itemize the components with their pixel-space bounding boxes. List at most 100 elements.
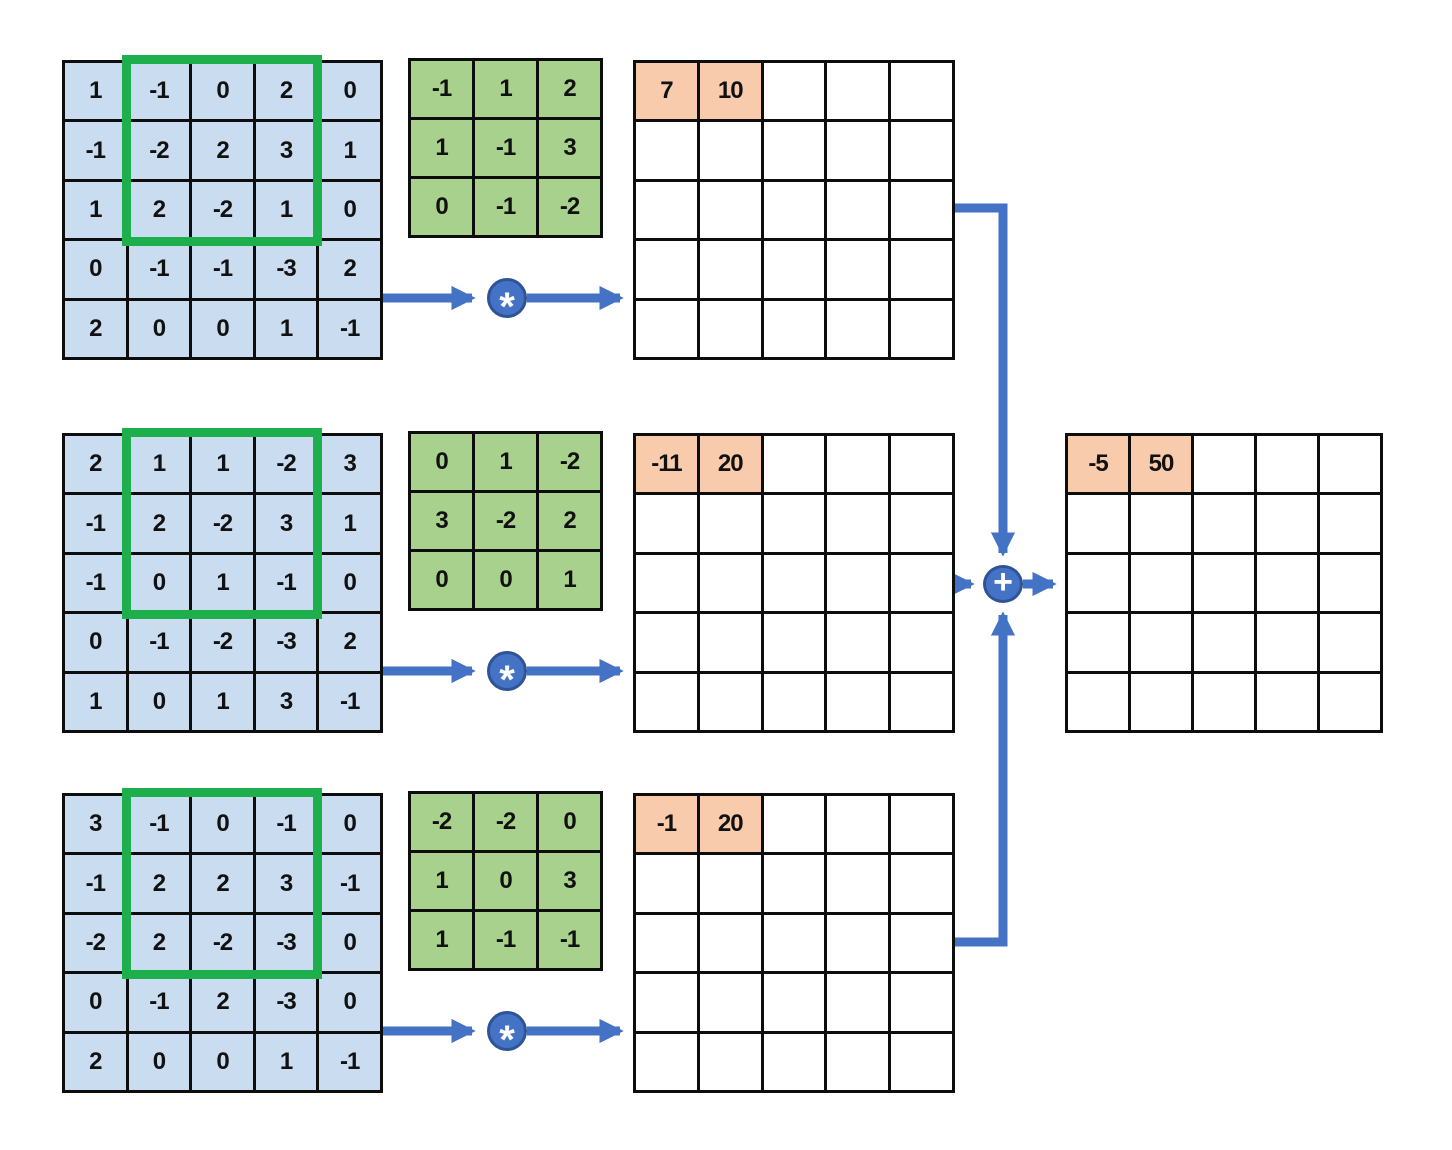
matrix-cell: 1 <box>539 552 600 608</box>
matrix-cell <box>1194 495 1254 552</box>
matrix-cell: 2 <box>192 974 253 1031</box>
matrix-cell <box>1194 614 1254 671</box>
matrix-cell <box>636 974 697 1031</box>
matrix-cell <box>699 241 761 298</box>
matrix-cell: 20 <box>699 436 761 493</box>
matrix-cell <box>1068 673 1128 730</box>
matrix-cell <box>636 1033 697 1090</box>
matrix-cell: 1 <box>192 554 253 612</box>
matrix-cell: 3 <box>411 493 472 549</box>
matrix-cell <box>1257 673 1317 730</box>
matrix-cell: 1 <box>319 122 380 179</box>
matrix-cell <box>891 1033 952 1090</box>
matrix-cell <box>699 914 761 972</box>
matrix-cell: 50 <box>1131 436 1191 493</box>
matrix-cell: 0 <box>65 974 126 1031</box>
matrix-cell <box>1131 554 1191 612</box>
convolution-operator-3: * <box>487 1011 527 1060</box>
matrix-cell <box>763 796 825 853</box>
matrix-cell <box>1131 614 1191 671</box>
matrix-cell: -1 <box>539 912 600 968</box>
matrix-cell <box>1194 436 1254 493</box>
matrix-cell: -1 <box>65 855 126 912</box>
matrix-cell: -3 <box>255 974 317 1031</box>
matrix-cell <box>827 614 889 671</box>
matrix-cell <box>891 974 952 1031</box>
matrix-cell <box>827 495 889 552</box>
matrix-cell <box>1320 495 1380 552</box>
matrix-cell: -1 <box>192 241 253 298</box>
matrix-cell <box>699 300 761 357</box>
matrix-cell: 7 <box>636 63 697 120</box>
matrix-cell: -3 <box>255 241 317 298</box>
matrix-cell: -1 <box>636 796 697 853</box>
matrix-cell: 0 <box>411 552 472 608</box>
matrix-cell <box>827 554 889 612</box>
matrix-cell: -11 <box>636 436 697 493</box>
matrix-cell: 1 <box>192 673 253 730</box>
matrix-cell <box>636 122 697 179</box>
matrix-cell: 1 <box>319 495 380 552</box>
matrix-cell: 2 <box>65 300 126 357</box>
asterisk-icon: * <box>499 658 515 702</box>
matrix-cell <box>891 796 952 853</box>
matrix-cell: 3 <box>255 122 317 179</box>
matrix-cell: 0 <box>192 63 253 120</box>
matrix-cell: 2 <box>65 436 126 493</box>
matrix-cell <box>1257 554 1317 612</box>
matrix-cell: 0 <box>192 1033 253 1090</box>
matrix-cell <box>636 241 697 298</box>
matrix-cell: 3 <box>65 796 126 853</box>
matrix-cell <box>1257 495 1317 552</box>
matrix-cell <box>827 63 889 120</box>
matrix-cell <box>827 241 889 298</box>
matrix-cell <box>891 495 952 552</box>
matrix-cell <box>1131 495 1191 552</box>
matrix-cell: -3 <box>255 614 317 671</box>
matrix-cell <box>699 974 761 1031</box>
matrix-cell: -2 <box>475 493 536 549</box>
matrix-cell: -1 <box>65 554 126 612</box>
matrix-cell: 1 <box>255 1033 317 1090</box>
matrix-cell <box>827 673 889 730</box>
matrix-cell: 0 <box>319 796 380 853</box>
matrix-cell: 3 <box>539 853 600 909</box>
matrix-cell: 0 <box>319 181 380 239</box>
matrix-cell <box>1320 673 1380 730</box>
matrix-cell: 1 <box>192 436 253 493</box>
matrix-cell: 1 <box>65 673 126 730</box>
matrix-cell <box>891 241 952 298</box>
convolution-operator-2: * <box>487 651 527 700</box>
matrix-cell: -1 <box>128 614 190 671</box>
matrix-cell: 2 <box>192 122 253 179</box>
matrix-cell <box>763 673 825 730</box>
matrix-cell <box>699 122 761 179</box>
matrix-cell <box>636 495 697 552</box>
matrix-cell: -1 <box>128 241 190 298</box>
matrix-cell <box>827 974 889 1031</box>
matrix-cell: 2 <box>128 855 190 912</box>
matrix-cell <box>636 855 697 912</box>
matrix-cell: 0 <box>192 796 253 853</box>
matrix-cell: 1 <box>255 300 317 357</box>
matrix-cell: -1 <box>475 120 536 176</box>
matrix-cell: 0 <box>65 241 126 298</box>
matrix-cell: -2 <box>192 181 253 239</box>
matrix-cell: 0 <box>128 554 190 612</box>
matrix-cell <box>891 300 952 357</box>
sum-connector-top <box>955 203 1016 557</box>
matrix-cell: -1 <box>255 554 317 612</box>
matrix-cell <box>763 495 825 552</box>
matrix-cell: 10 <box>699 63 761 120</box>
matrix-cell <box>891 855 952 912</box>
matrix-cell <box>699 673 761 730</box>
matrix-cell: -2 <box>192 495 253 552</box>
matrix-cell: 0 <box>65 614 126 671</box>
matrix-cell: 2 <box>539 61 600 117</box>
matrix-cell <box>827 300 889 357</box>
